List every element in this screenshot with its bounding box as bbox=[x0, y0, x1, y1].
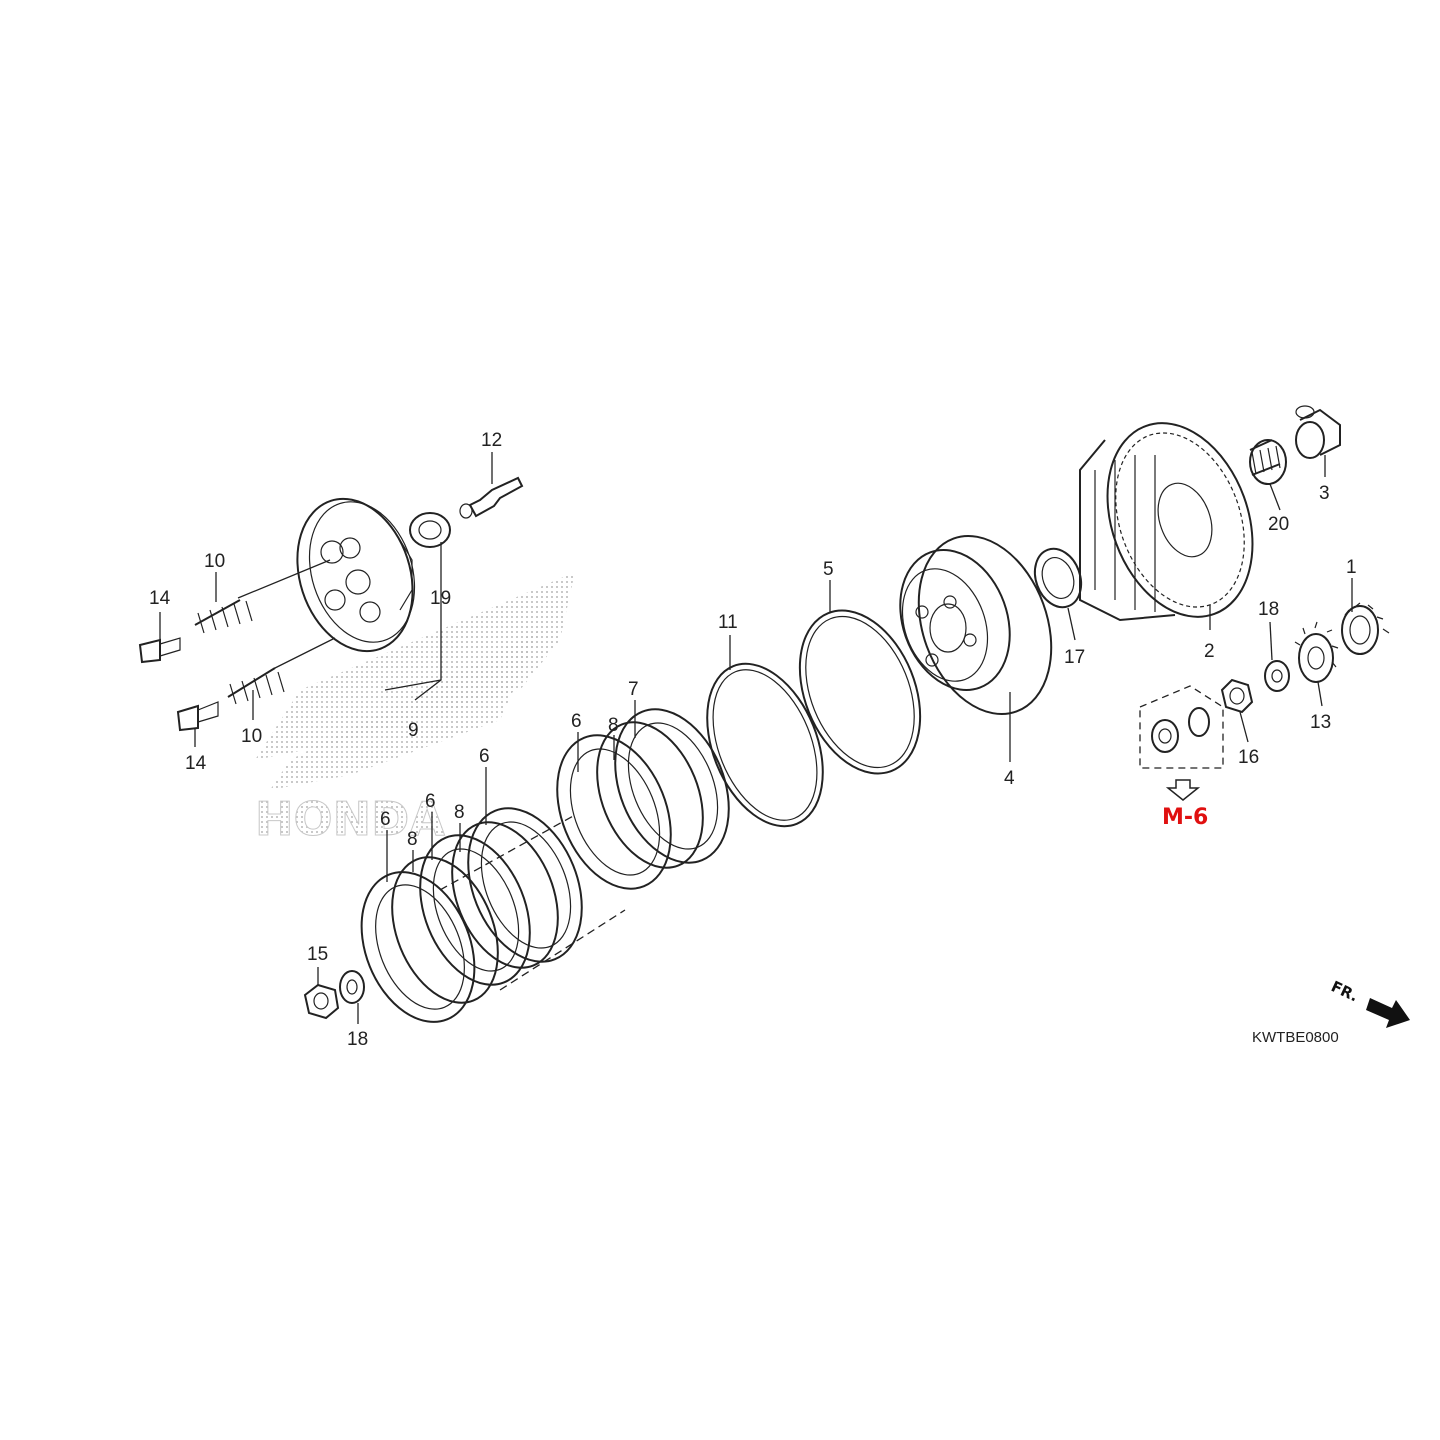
callout-14-a: 14 bbox=[149, 588, 171, 609]
callout-2: 2 bbox=[1204, 641, 1215, 662]
clutch-plate-stack bbox=[360, 708, 730, 1023]
m6-reference-box bbox=[1139, 685, 1224, 801]
watermark-text: HONDA bbox=[255, 792, 445, 846]
callout-14-b: 14 bbox=[185, 753, 207, 774]
callout-20: 20 bbox=[1268, 514, 1289, 535]
pressure-plate bbox=[296, 497, 416, 653]
callout-8-b: 8 bbox=[454, 802, 465, 823]
honda-wing-watermark: HONDA bbox=[255, 572, 575, 847]
callout-15: 15 bbox=[307, 944, 328, 965]
callout-18-b: 18 bbox=[347, 1029, 368, 1050]
clutch-outer-2 bbox=[1079, 422, 1254, 622]
washer-18-right bbox=[1264, 660, 1290, 692]
callout-19: 19 bbox=[430, 588, 451, 609]
front-arrow bbox=[1366, 998, 1410, 1028]
collar-3 bbox=[1295, 405, 1341, 459]
callout-1: 1 bbox=[1346, 557, 1357, 578]
callout-17: 17 bbox=[1064, 647, 1085, 668]
washer-18-left bbox=[339, 970, 365, 1004]
gear-13 bbox=[1294, 621, 1339, 683]
spring-10-upper bbox=[194, 559, 331, 634]
lock-nut-15 bbox=[303, 983, 340, 1020]
callout-labels: 1 2 3 4 5 6 6 6 6 7 8 8 8 9 10 10 11 12 … bbox=[149, 430, 1357, 1050]
callout-9: 9 bbox=[408, 720, 419, 741]
judder-spring-11 bbox=[706, 662, 824, 828]
callout-10-a: 10 bbox=[204, 551, 225, 572]
callout-6-b: 6 bbox=[479, 746, 490, 767]
callout-3: 3 bbox=[1319, 483, 1330, 504]
callout-13: 13 bbox=[1310, 712, 1331, 733]
spring-seat-5 bbox=[798, 609, 922, 775]
spring-10-lower bbox=[227, 637, 336, 705]
clutch-center-4 bbox=[899, 534, 1053, 716]
primary-gear-1 bbox=[1341, 602, 1390, 655]
diagram-code: KWTBE0800 bbox=[1252, 1029, 1339, 1046]
bolt-14-upper bbox=[138, 637, 181, 664]
callout-11: 11 bbox=[718, 612, 738, 633]
callout-7: 7 bbox=[628, 679, 639, 700]
thrust-washer-17 bbox=[1033, 547, 1083, 609]
callout-10-b: 10 bbox=[241, 726, 262, 747]
bolt-14-lower bbox=[176, 701, 219, 732]
reference-m6-label[interactable]: M-6 bbox=[1162, 805, 1208, 830]
callout-18-a: 18 bbox=[1258, 599, 1279, 620]
callout-6-a: 6 bbox=[571, 711, 582, 732]
lifter-rod-12 bbox=[459, 476, 524, 519]
callout-16: 16 bbox=[1238, 747, 1259, 768]
callout-5: 5 bbox=[823, 559, 834, 580]
callout-6-d: 6 bbox=[380, 809, 391, 830]
needle-bearing-20 bbox=[1249, 439, 1287, 485]
front-label: FR. bbox=[1328, 977, 1361, 1005]
callout-8-a: 8 bbox=[608, 715, 619, 736]
callout-8-c: 8 bbox=[407, 829, 418, 850]
lock-nut-16 bbox=[1220, 678, 1254, 714]
callout-12: 12 bbox=[481, 430, 502, 451]
callout-4: 4 bbox=[1004, 768, 1015, 789]
callout-6-c: 6 bbox=[425, 791, 436, 812]
bearing-19 bbox=[409, 512, 451, 548]
leader-lines bbox=[159, 452, 1353, 1024]
